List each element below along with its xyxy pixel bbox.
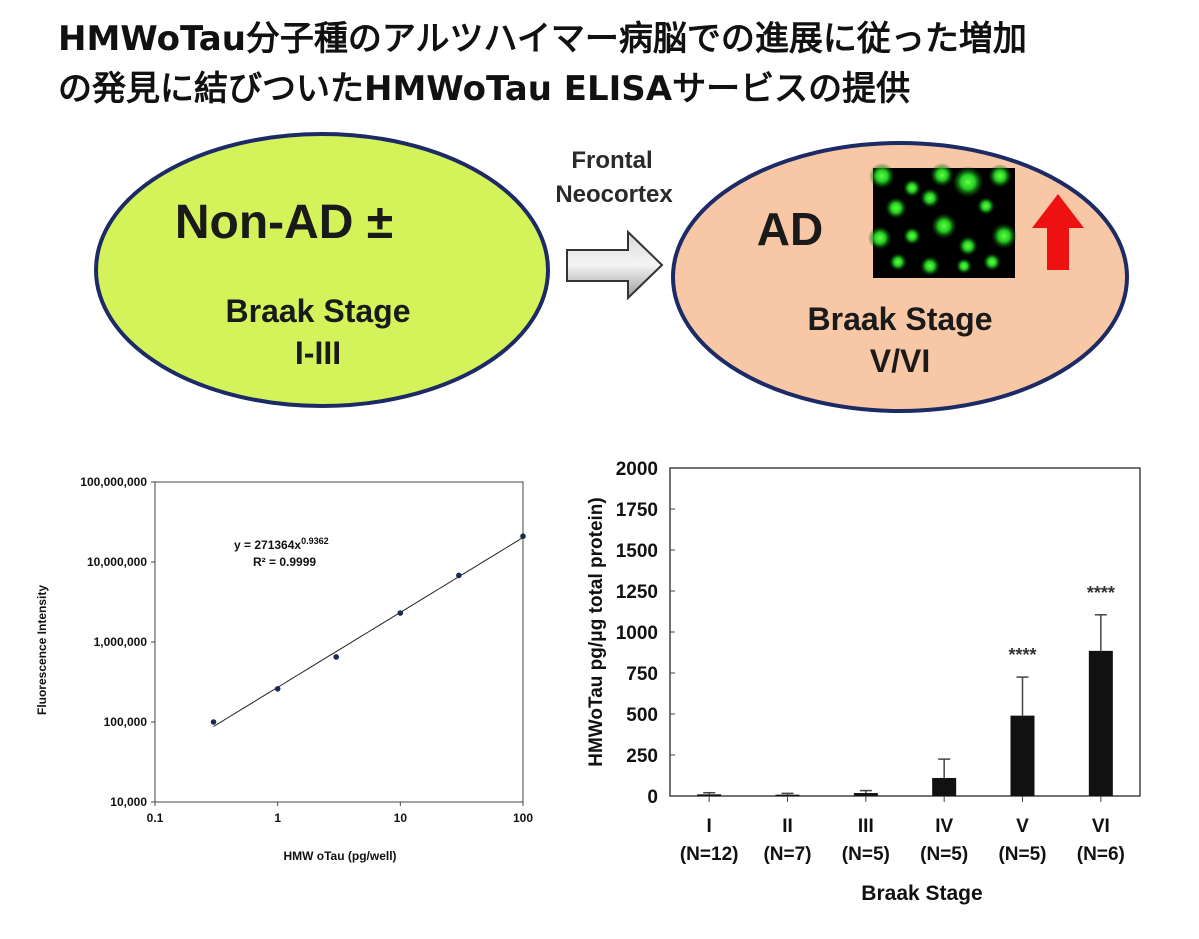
non-ad-stage-value: I-III bbox=[295, 335, 341, 371]
standard-curve-x-label: HMW oTau (pg/well) bbox=[283, 849, 396, 863]
bar bbox=[853, 793, 878, 796]
x-tick-label: VI bbox=[1092, 816, 1110, 837]
fit-equation: y = 271364x0.9362 bbox=[234, 536, 329, 552]
bar bbox=[932, 777, 957, 796]
x-tick-label: 10 bbox=[394, 811, 408, 825]
non-ad-ellipse bbox=[94, 132, 550, 408]
fluorescent-spot bbox=[885, 197, 907, 219]
x-tick-label: IV bbox=[935, 816, 953, 837]
increase-arrow bbox=[1032, 194, 1084, 270]
data-point bbox=[333, 654, 339, 660]
fluorescent-spot bbox=[931, 213, 957, 239]
fluorescent-spot bbox=[958, 236, 978, 256]
fluorescent-spot bbox=[869, 163, 895, 189]
standard-curve-chart: 10,000 100,000 1,000,000 10,000,000 100,000,… bbox=[35, 475, 533, 863]
bar-chart-frame bbox=[669, 467, 1141, 797]
bar bbox=[775, 794, 800, 796]
y-tick-label: 10,000,000 bbox=[87, 555, 147, 569]
bar bbox=[1088, 650, 1113, 796]
x-tick-label: 0.1 bbox=[147, 811, 164, 825]
fluorescent-spot bbox=[930, 163, 954, 187]
x-tick-label: III bbox=[858, 816, 874, 837]
y-tick-label: 500 bbox=[626, 705, 658, 726]
fluorescent-spot bbox=[988, 164, 1012, 188]
arrow-label-frontal: Frontal bbox=[571, 147, 652, 174]
x-tick-label: I bbox=[707, 816, 712, 837]
ad-stage-label: Braak Stage bbox=[808, 301, 993, 337]
fit-line bbox=[213, 537, 524, 727]
ad-stage-value: V/VI bbox=[870, 343, 930, 379]
y-tick-label: 100,000,000 bbox=[80, 475, 147, 489]
y-tick-label: 10,000 bbox=[110, 795, 147, 809]
y-tick-label: 1250 bbox=[616, 582, 658, 603]
x-tick-label: V bbox=[1016, 816, 1029, 837]
y-tick-label: 1000 bbox=[616, 623, 658, 644]
non-ad-label: Non-AD ± bbox=[175, 196, 393, 249]
data-point bbox=[274, 686, 281, 692]
fluorescent-spot bbox=[956, 258, 972, 274]
x-tick-sample-size: (N=5) bbox=[920, 844, 968, 865]
x-tick-label: 1 bbox=[274, 811, 281, 825]
bar bbox=[697, 794, 722, 796]
diagram: Non-AD ± Braak Stage I-III Frontal Neoco… bbox=[94, 132, 1129, 413]
y-tick-label: 250 bbox=[626, 746, 658, 767]
y-tick-label: 100,000 bbox=[104, 715, 148, 729]
non-ad-stage-label: Braak Stage bbox=[226, 293, 411, 329]
fluorescent-spot bbox=[868, 226, 892, 250]
ad-label: AD bbox=[757, 203, 823, 255]
title-line-1: HMWoTau分子種のアルツハイマー病脳での進展に従った増加 bbox=[58, 19, 1027, 59]
y-tick-label: 0 bbox=[647, 787, 658, 808]
data-point bbox=[210, 719, 217, 725]
significance-marker: **** bbox=[1087, 583, 1115, 603]
x-tick-sample-size: (N=6) bbox=[1077, 844, 1125, 865]
title-line-2: の発見に結びついたHMWoTau ELISAサービスの提供 bbox=[58, 69, 911, 109]
y-tick-label: 2000 bbox=[616, 459, 658, 480]
progression-arrow bbox=[566, 229, 664, 301]
fluorescent-spot bbox=[889, 253, 907, 271]
arrow-label-neocortex: Neocortex bbox=[555, 181, 673, 208]
significance-marker: **** bbox=[1008, 645, 1036, 665]
y-tick-label: 1500 bbox=[616, 541, 658, 562]
fluorescent-spot bbox=[903, 179, 921, 197]
y-tick-label: 750 bbox=[626, 664, 658, 685]
page-title: HMWoTau分子種のアルツハイマー病脳での進展に従った増加 の発見に結びついた… bbox=[58, 14, 1168, 114]
standard-curve-frame bbox=[154, 481, 524, 803]
bar-chart-x-label: Braak Stage bbox=[861, 882, 982, 905]
fluorescent-spot bbox=[977, 197, 995, 215]
x-tick-label: II bbox=[782, 816, 793, 837]
fit-r-squared: R² = 0.9999 bbox=[253, 555, 316, 569]
fluorescent-spot bbox=[991, 223, 1017, 249]
data-point bbox=[520, 533, 526, 540]
data-point bbox=[456, 572, 462, 579]
x-tick-sample-size: (N=12) bbox=[680, 844, 739, 865]
x-tick-sample-size: (N=7) bbox=[763, 844, 811, 865]
bar bbox=[1010, 715, 1035, 796]
x-tick-label: 100 bbox=[513, 811, 533, 825]
x-tick-sample-size: (N=5) bbox=[998, 844, 1046, 865]
bar-chart-y-label: HMWoTau pg/μg total protein) bbox=[586, 497, 607, 767]
x-tick-sample-size: (N=5) bbox=[842, 844, 890, 865]
fluorescent-spot bbox=[903, 227, 921, 245]
y-tick-label: 1750 bbox=[616, 500, 658, 521]
fluorescence-micrograph bbox=[868, 163, 1017, 278]
standard-curve-y-label: Fluorescence Intensity bbox=[35, 585, 49, 715]
fluorescent-spot bbox=[920, 256, 940, 276]
fluorescent-spot bbox=[952, 166, 984, 198]
fluorescent-spot bbox=[920, 188, 940, 208]
y-tick-label: 1,000,000 bbox=[94, 635, 148, 649]
data-point bbox=[397, 610, 404, 616]
fluorescent-spot bbox=[983, 253, 1001, 271]
